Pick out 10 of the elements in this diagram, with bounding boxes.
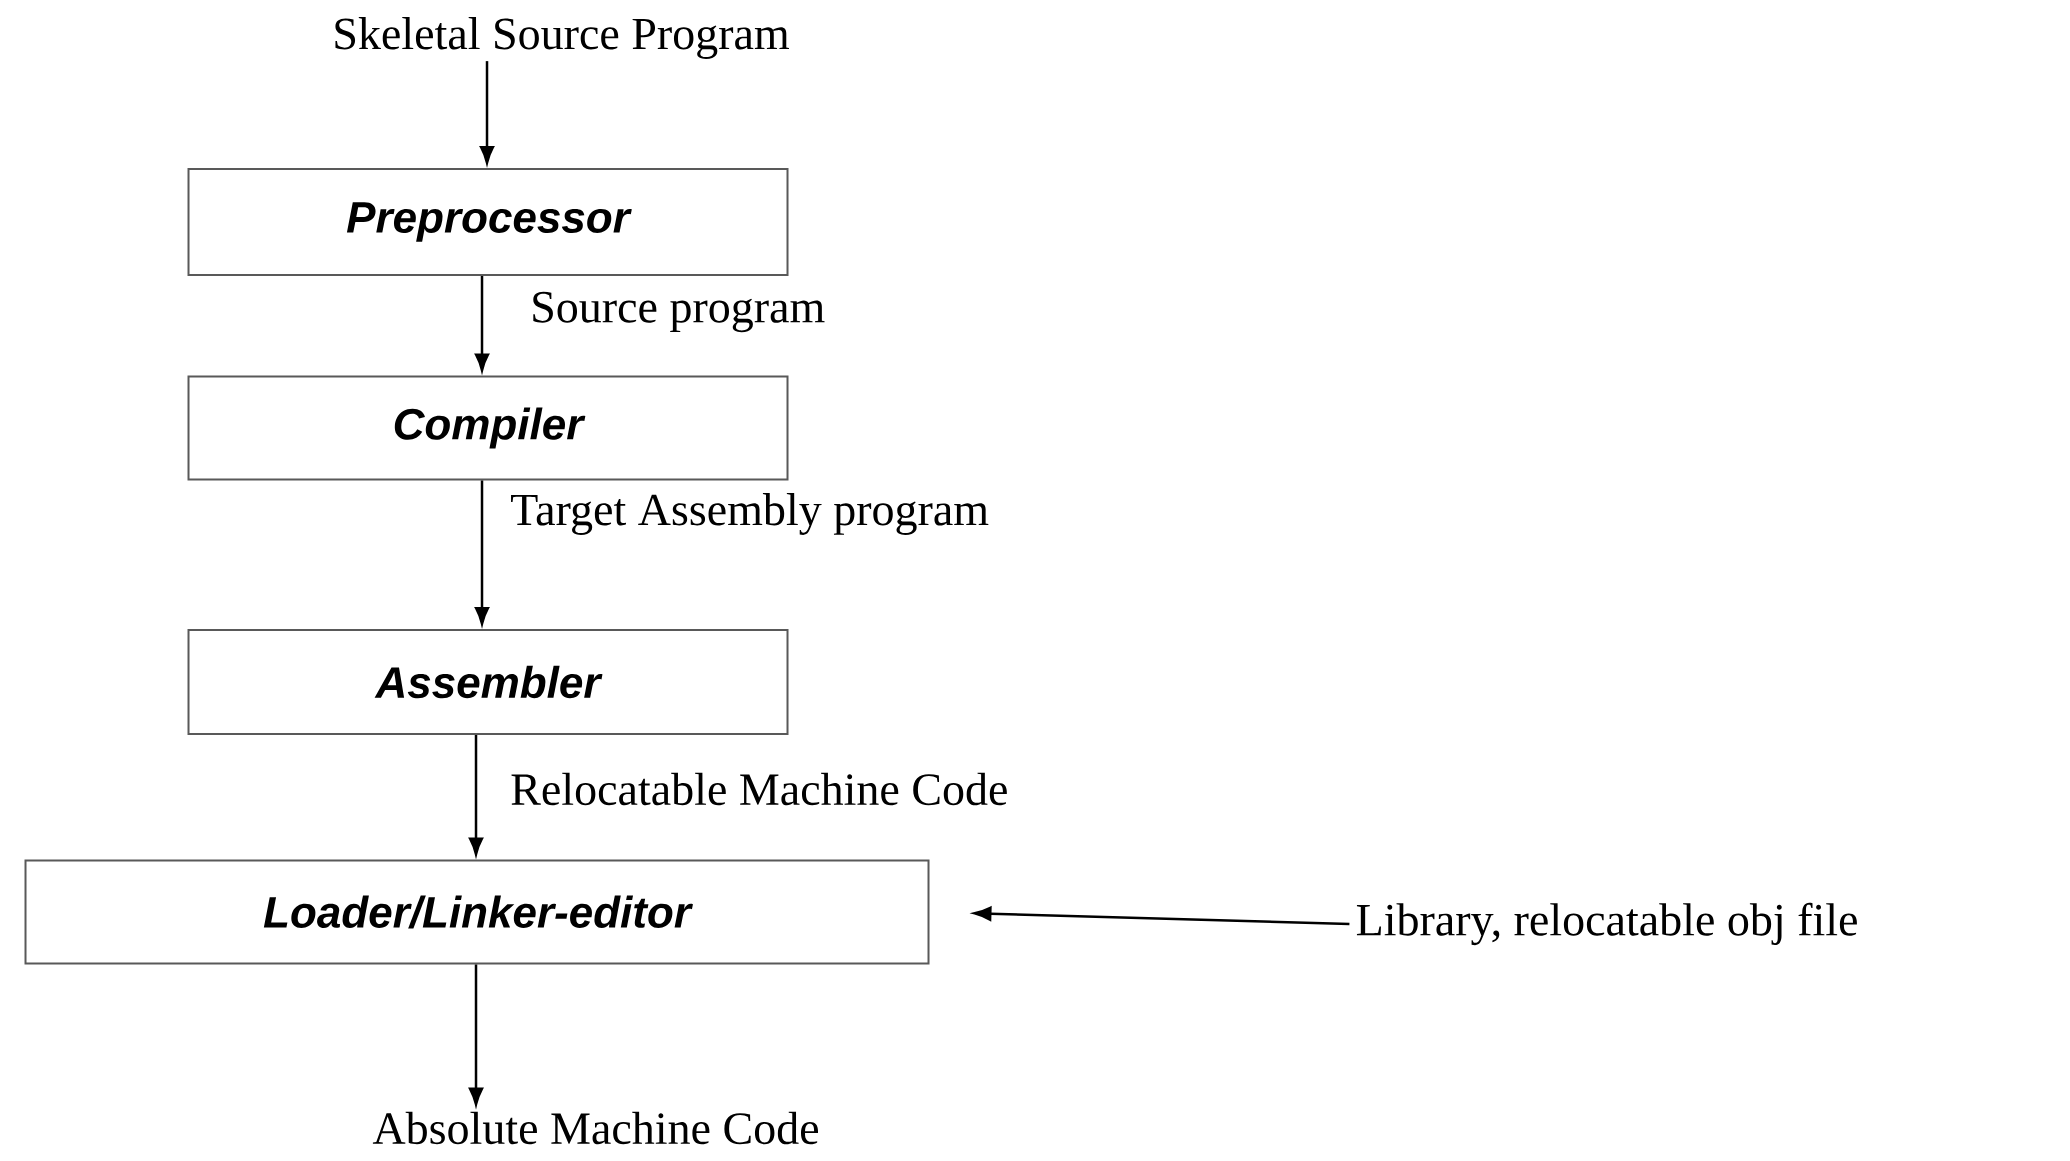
process-box: Preprocessor [187,168,789,276]
process-box: Loader/Linker-editor [24,859,930,965]
flow-text: Library, relocatable obj file [1356,902,1857,946]
edge-label: Target Assembly program [511,493,989,535]
flow-text: Absolute Machine Code [372,1111,818,1145]
process-box: Assembler [187,629,789,735]
flow-text: Skeletal Source Program [335,17,789,59]
edge-label: Relocatable Machine Code [511,772,1007,806]
edge-label: Source program [533,291,825,333]
process-box: Compiler [187,375,789,481]
